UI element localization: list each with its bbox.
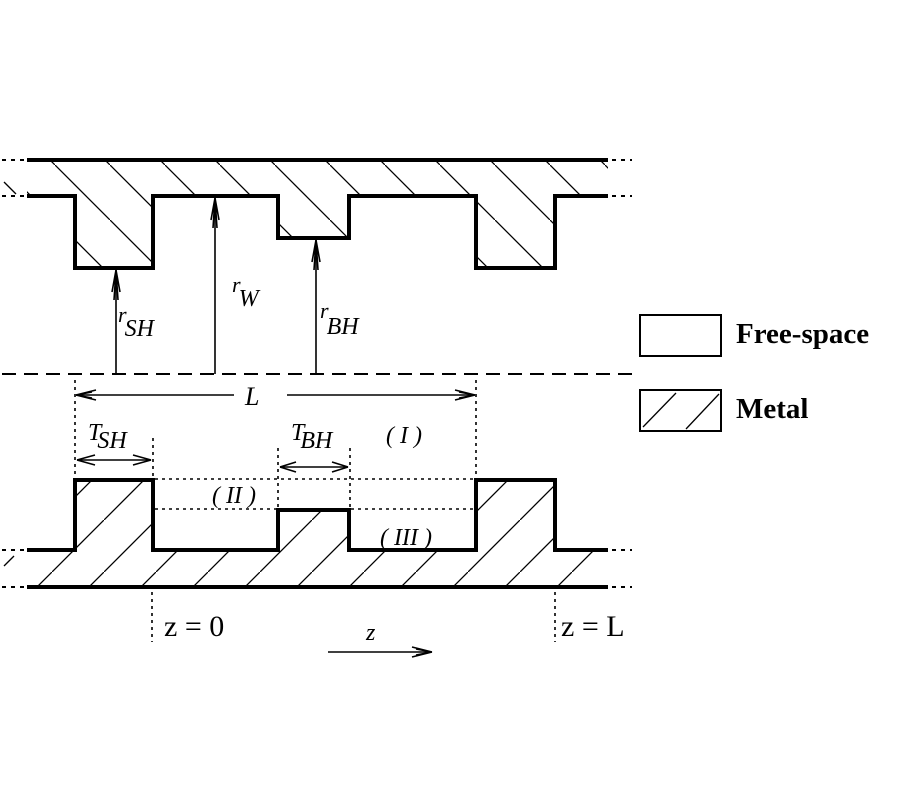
t-sh-label: TSH <box>88 420 128 454</box>
metal-swatch-hatch <box>642 392 677 428</box>
bottom-metal-hatching <box>27 480 608 587</box>
metal-label: Metal <box>736 393 808 425</box>
t-bh-dimension <box>277 448 351 510</box>
region-3-label: ( III ) <box>380 525 432 551</box>
r-w-arrow <box>210 197 220 374</box>
z0-label: z = 0 <box>164 610 224 643</box>
legend: Free-space Metal <box>639 314 869 432</box>
legend-item-metal: Metal <box>639 389 808 432</box>
legend-item-free-space: Free-space <box>639 314 869 357</box>
t-sh-dimension <box>76 438 154 480</box>
zL-label: z = L <box>561 610 625 643</box>
t-bh-label: TBH <box>291 420 334 454</box>
free-space-label: Free-space <box>736 318 869 350</box>
top-metal-hatching <box>27 160 608 268</box>
z-direction-arrow <box>328 646 433 658</box>
bottom-left-hatch-stub <box>3 555 15 567</box>
region-1-label: ( I ) <box>386 423 422 449</box>
free-space-swatch <box>639 314 722 357</box>
metal-swatch <box>639 389 722 432</box>
r-sh-arrow <box>111 269 121 374</box>
region-2-label: ( II ) <box>212 483 256 509</box>
radius-arrows <box>111 197 321 374</box>
bottom-metal-wall <box>2 478 632 589</box>
z-axis-label: z <box>365 620 376 646</box>
bottom-inner-profile <box>27 478 608 552</box>
period-label: L <box>244 382 259 411</box>
period-dimension <box>74 380 477 550</box>
metal-swatch-hatch <box>685 393 720 430</box>
top-inner-profile <box>27 194 608 270</box>
r-bh-arrow <box>311 239 321 374</box>
top-left-hatch-stub <box>3 181 17 195</box>
